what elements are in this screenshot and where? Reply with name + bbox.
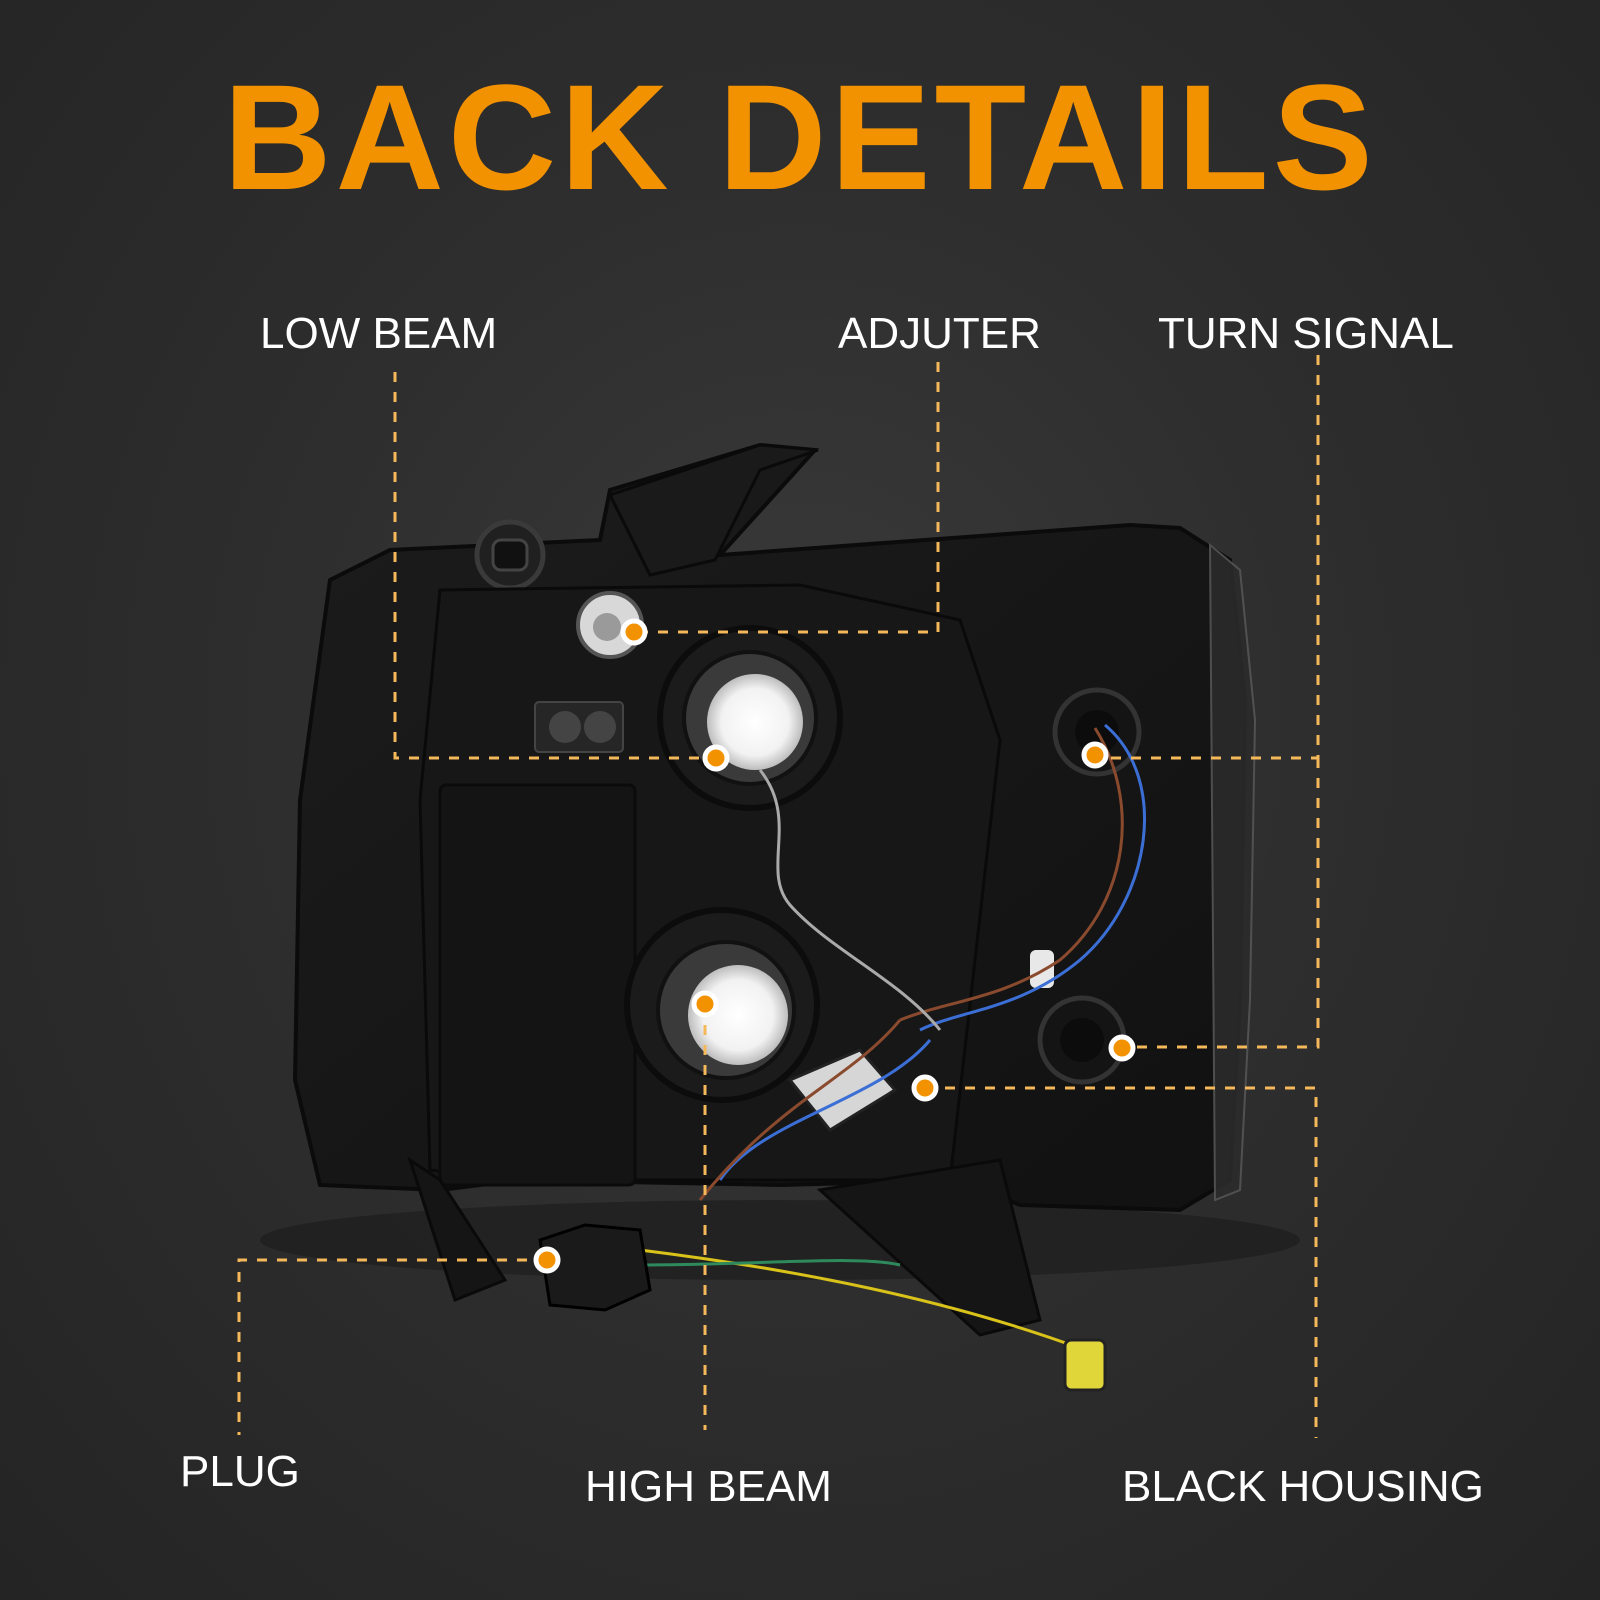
callout-dots: [533, 618, 1136, 1274]
marker-dot: [1108, 1034, 1136, 1062]
page-title: BACK DETAILS: [223, 53, 1377, 221]
high-beam-label: HIGH BEAM: [585, 1462, 832, 1511]
lens-edge: [1208, 542, 1257, 1202]
label-plate-dot: [584, 711, 616, 743]
high-beam-bulb: [688, 965, 788, 1065]
low-beam-dot: [702, 744, 730, 772]
plug-label: PLUG: [180, 1447, 300, 1496]
wire-clip: [1030, 950, 1054, 988]
plug-connector: [538, 1223, 652, 1312]
shadow: [260, 1200, 1300, 1280]
turn-signal-label: TURN SIGNAL: [1158, 309, 1454, 358]
low-beam-label: LOW BEAM: [260, 309, 498, 358]
black-housing-dot: [911, 1074, 939, 1102]
wiring-harness: [639, 723, 1146, 1352]
low-beam-bulb: [707, 674, 803, 770]
lower-bracket-left: [407, 1156, 508, 1302]
adjuster-label: ADJUTER: [838, 309, 1041, 358]
black-housing-label: BLACK HOUSING: [1122, 1462, 1484, 1511]
adjuster-screw: [593, 613, 621, 641]
turn-signal-dot: [1081, 741, 1109, 769]
high-beam-dot: [691, 990, 719, 1018]
yellow-connector: [1063, 1338, 1107, 1392]
plug-dot: [533, 1246, 561, 1274]
top-bracket: [607, 443, 819, 577]
lower-bracket-right: [816, 1158, 1042, 1337]
marker-socket-center: [1060, 1018, 1104, 1062]
label-plate-dot: [549, 711, 581, 743]
adjuster-dot: [620, 618, 648, 646]
leader-lines: [237, 355, 1320, 1438]
housing-box: [438, 783, 637, 1187]
vent-cap-center: [491, 538, 529, 572]
